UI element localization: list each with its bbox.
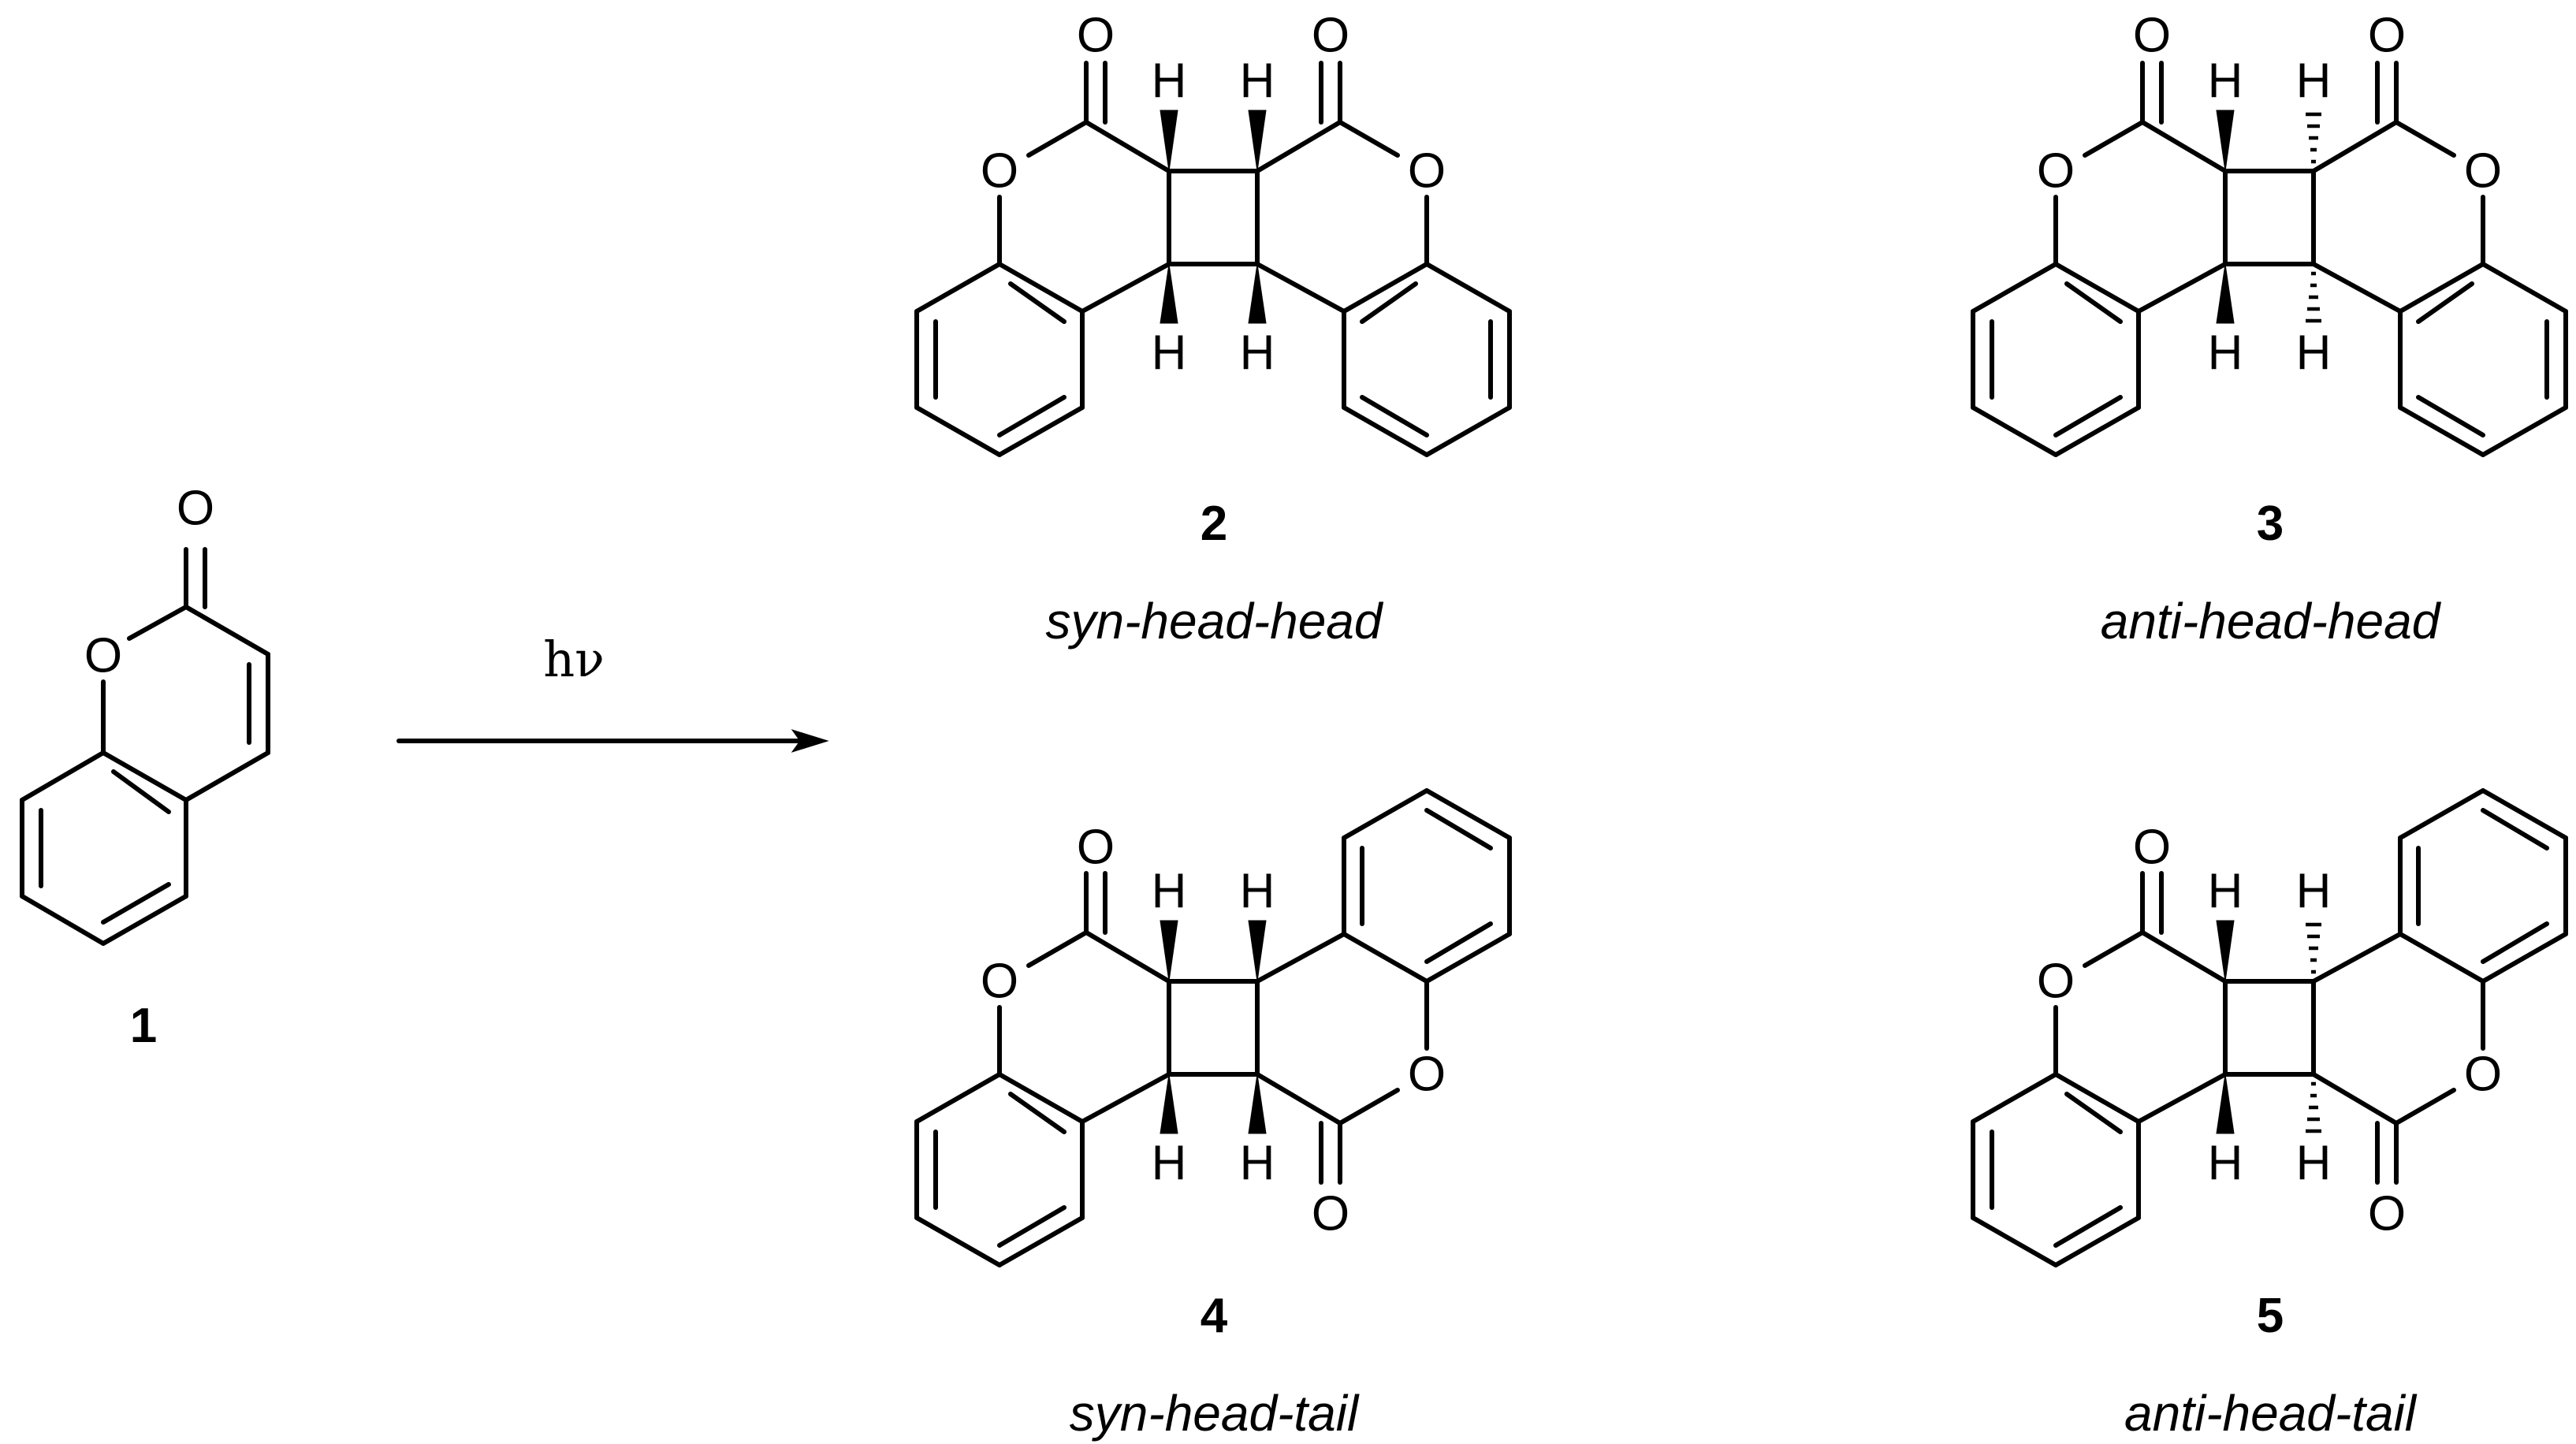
compound-2-ring-oxygen-left: O [981,144,1018,199]
compound-3-ring-oxygen-right: O [2464,144,2502,199]
compound-3-hydrogen-2: H [2296,54,2332,109]
compound-3-hydrogen-1: H [2208,54,2243,109]
compound-4-carbonyl-oxygen-top: O [1077,821,1115,875]
compound-4-carbonyl-oxygen-bottom: O [1312,1187,1349,1241]
compound-3-ring-oxygen-left: O [2037,144,2075,199]
compound-2-carbonyl-oxygen-left: O [1077,9,1115,63]
compound-4-ring-oxygen-right: O [1408,1048,1446,1102]
reaction-condition: hν [543,631,605,688]
compound-2-ring-oxygen-right: O [1408,144,1446,199]
compound-2-hydrogen-1: H [1152,54,1187,109]
compound-5-hydrogen-3: H [2208,1137,2243,1191]
compound-5-hydrogen-1: H [2208,865,2243,919]
compound-5-ring-oxygen-left: O [2037,955,2075,1009]
compound-3-carbonyl-oxygen-left: O [2133,9,2171,63]
compound-4-hydrogen-3: H [1152,1137,1187,1191]
compound-2-hydrogen-4: H [1240,326,1275,381]
compound-3-hydrogen-4: H [2296,326,2332,381]
compound-2-hydrogen-2: H [1240,54,1275,109]
compound-4-ring-oxygen-left: O [981,955,1018,1009]
compound-3-carbonyl-oxygen-right: O [2368,9,2406,63]
compound-3-number: 3 [2257,497,2284,551]
compound-2-name: syn-head-head [1046,593,1384,649]
compound-4-hydrogen-4: H [1240,1137,1275,1191]
compound-5-hydrogen-2: H [2296,865,2332,919]
compound-2-hydrogen-3: H [1152,326,1187,381]
compound-5-number: 5 [2257,1289,2284,1343]
compound-1-carbonyl-oxygen-atom: O [177,482,214,536]
compound-4-structure [914,788,1512,1267]
compound-5-name: anti-head-tail [2124,1385,2418,1442]
compound-5-ring-oxygen-right: O [2464,1048,2502,1102]
compound-4-hydrogen-2: H [1240,865,1275,919]
compound-5-hydrogen-4: H [2296,1137,2332,1191]
compound-4-name: syn-head-tail [1070,1385,1360,1442]
compound-5-carbonyl-oxygen-top: O [2133,821,2171,875]
compound-3-name: anti-head-head [2101,593,2442,649]
compound-2-carbonyl-oxygen-right: O [1312,9,1349,63]
compound-1-structure [20,547,270,946]
compound-2-number: 2 [1201,497,1227,551]
reaction-arrow [396,729,829,753]
compound-4-hydrogen-1: H [1152,865,1187,919]
compound-3-structure [1971,61,2568,457]
compound-4-number: 4 [1201,1289,1228,1343]
compound-3-hydrogen-3: H [2208,326,2243,381]
compound-1-oxygen-atom: O [84,629,122,683]
compound-5-structure [1971,788,2568,1267]
compound-2-structure [914,61,1512,457]
compound-5-carbonyl-oxygen-bottom: O [2368,1187,2406,1241]
compound-1-number: 1 [130,999,157,1053]
